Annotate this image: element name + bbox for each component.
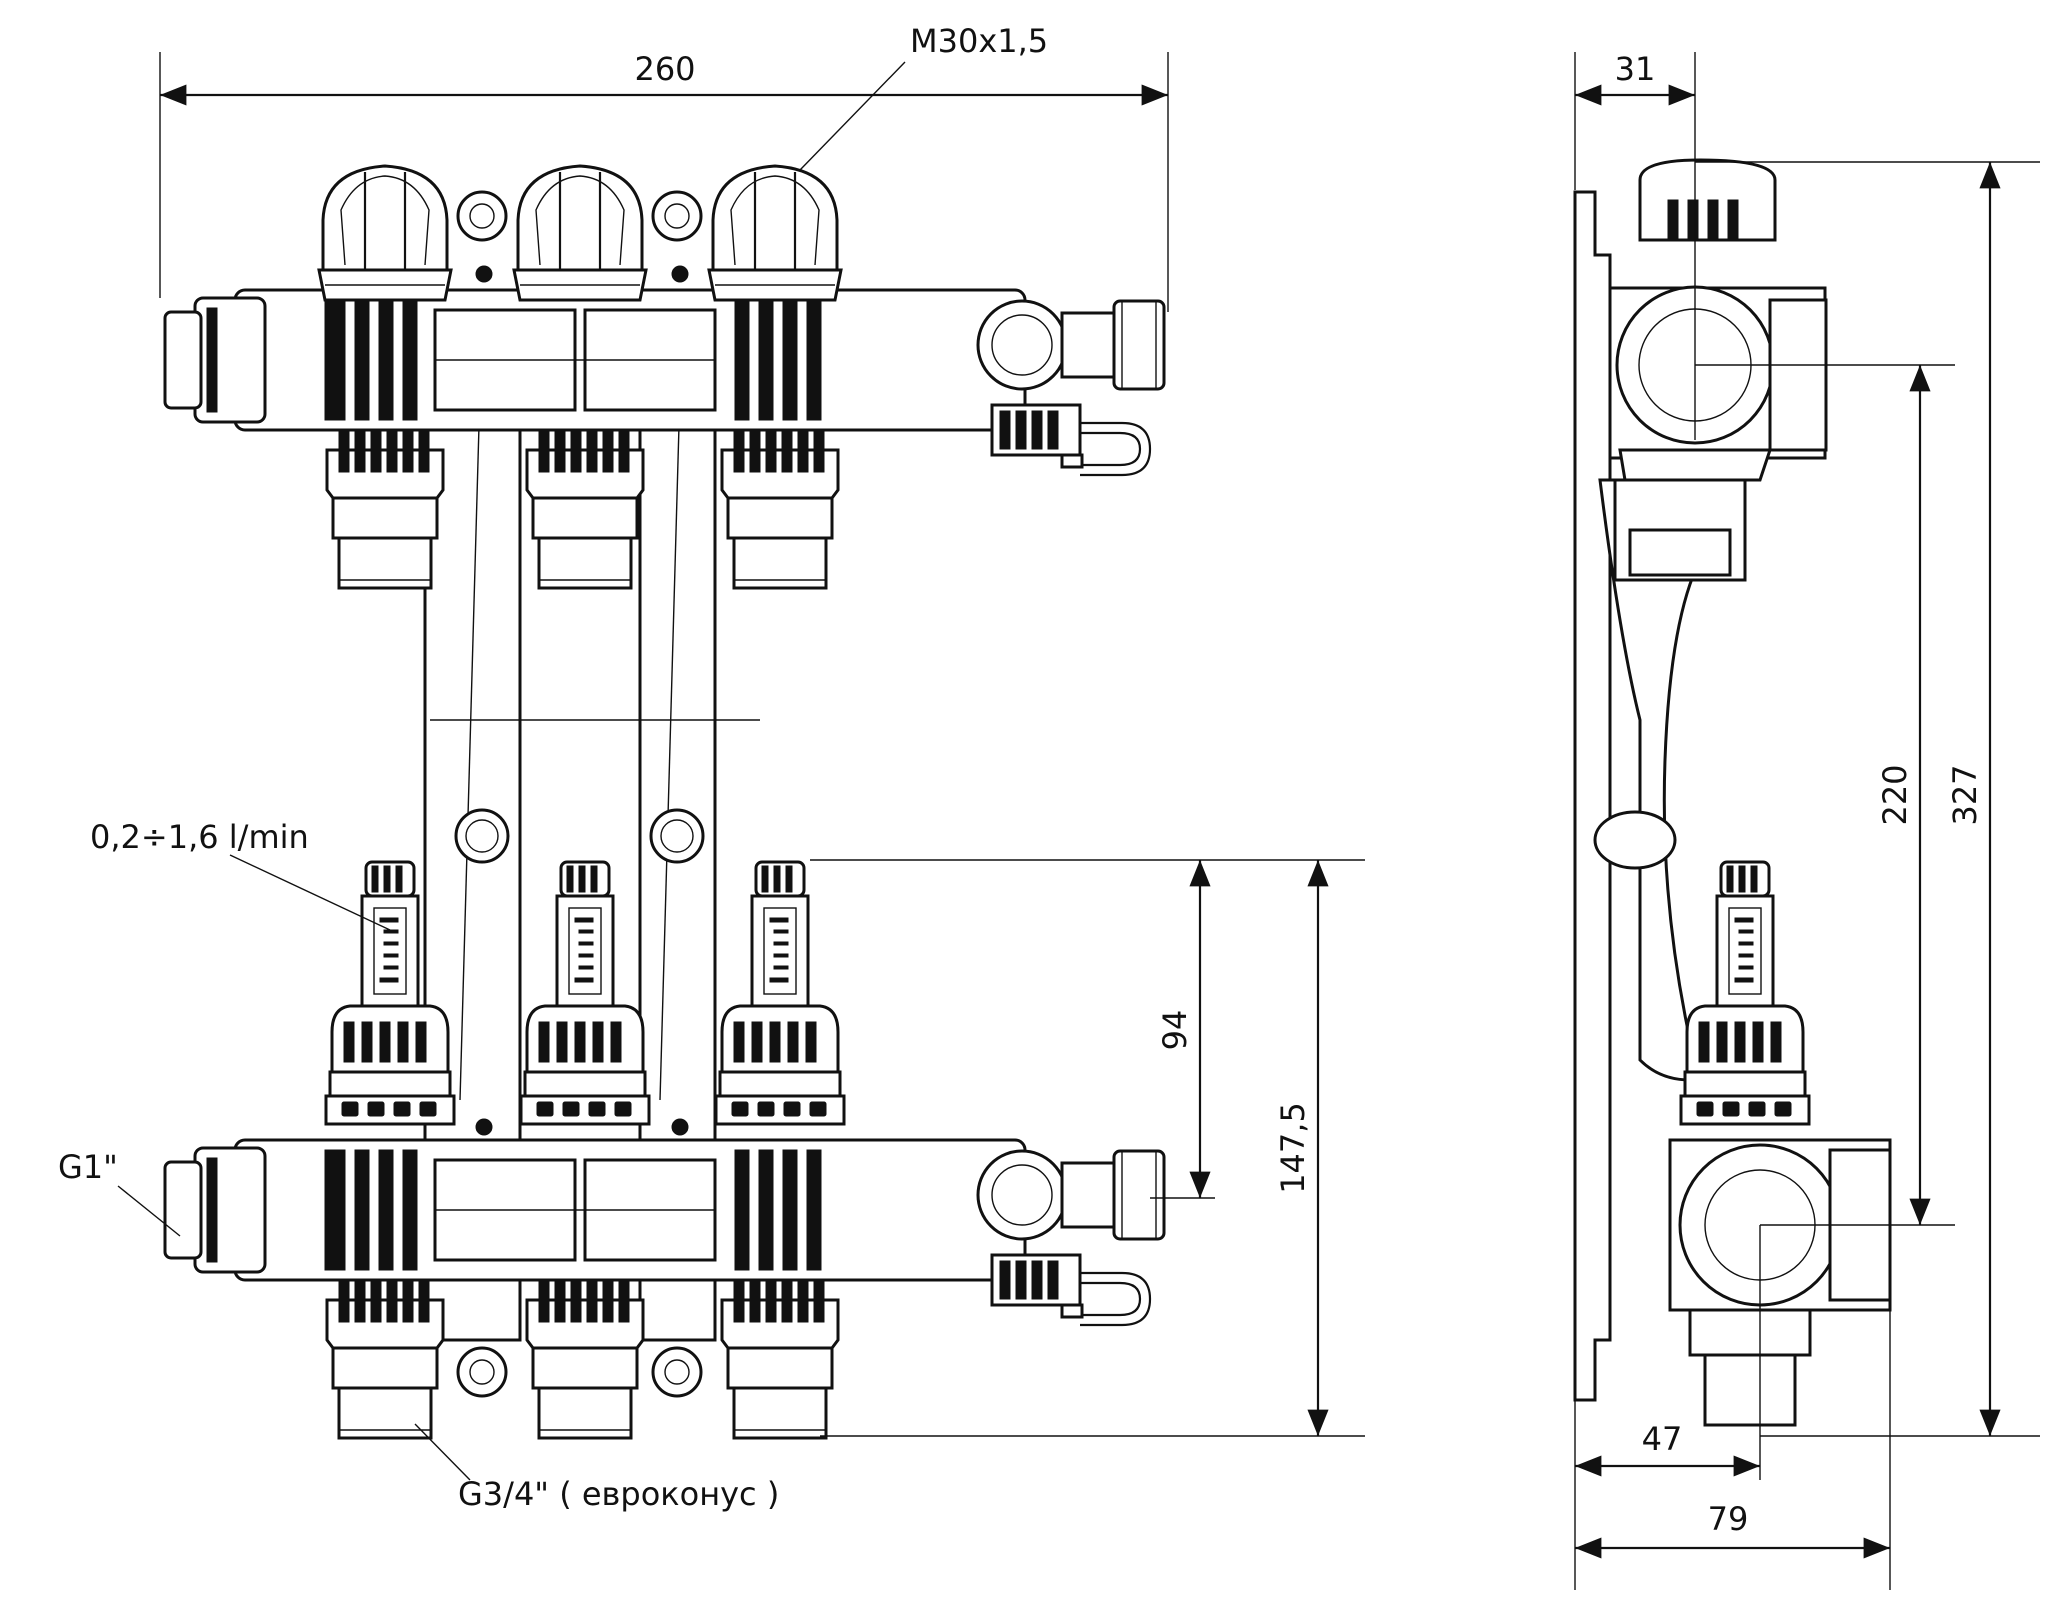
- lower-manifold: [163, 860, 1166, 1440]
- dim-side-depth-total: 79: [1708, 1500, 1749, 1538]
- flow-range-label: 0,2÷1,6 l/min: [90, 818, 309, 856]
- dim-total-width: 260: [634, 50, 695, 88]
- side-view: [1573, 158, 1892, 1427]
- dim-total-height: 327: [1946, 764, 1984, 825]
- dimensions: 260 M30x1,5 0,2÷1,6 l/min G1" G3/4" ( ев…: [58, 22, 2040, 1590]
- thread-top-label: M30x1,5: [910, 22, 1048, 60]
- front-view: [163, 164, 1166, 1440]
- upper-manifold: [163, 164, 1166, 590]
- dim-bottom-height: 147,5: [1274, 1102, 1312, 1194]
- mount-hole-right: [649, 808, 705, 864]
- dim-flowmeter-height: 94: [1156, 1010, 1194, 1051]
- side-bracket: [1598, 478, 1702, 1082]
- dim-side-depth-axis: 47: [1642, 1420, 1683, 1458]
- side-mounting-plate: [1573, 190, 1612, 1402]
- inlet-thread-label: G1": [58, 1148, 118, 1186]
- dim-side-top-offset: 31: [1615, 50, 1656, 88]
- mount-hole-left: [454, 808, 510, 864]
- outlet-thread-label: G3/4" ( евроконус ): [458, 1475, 779, 1513]
- dim-axis-spacing: 220: [1876, 764, 1914, 825]
